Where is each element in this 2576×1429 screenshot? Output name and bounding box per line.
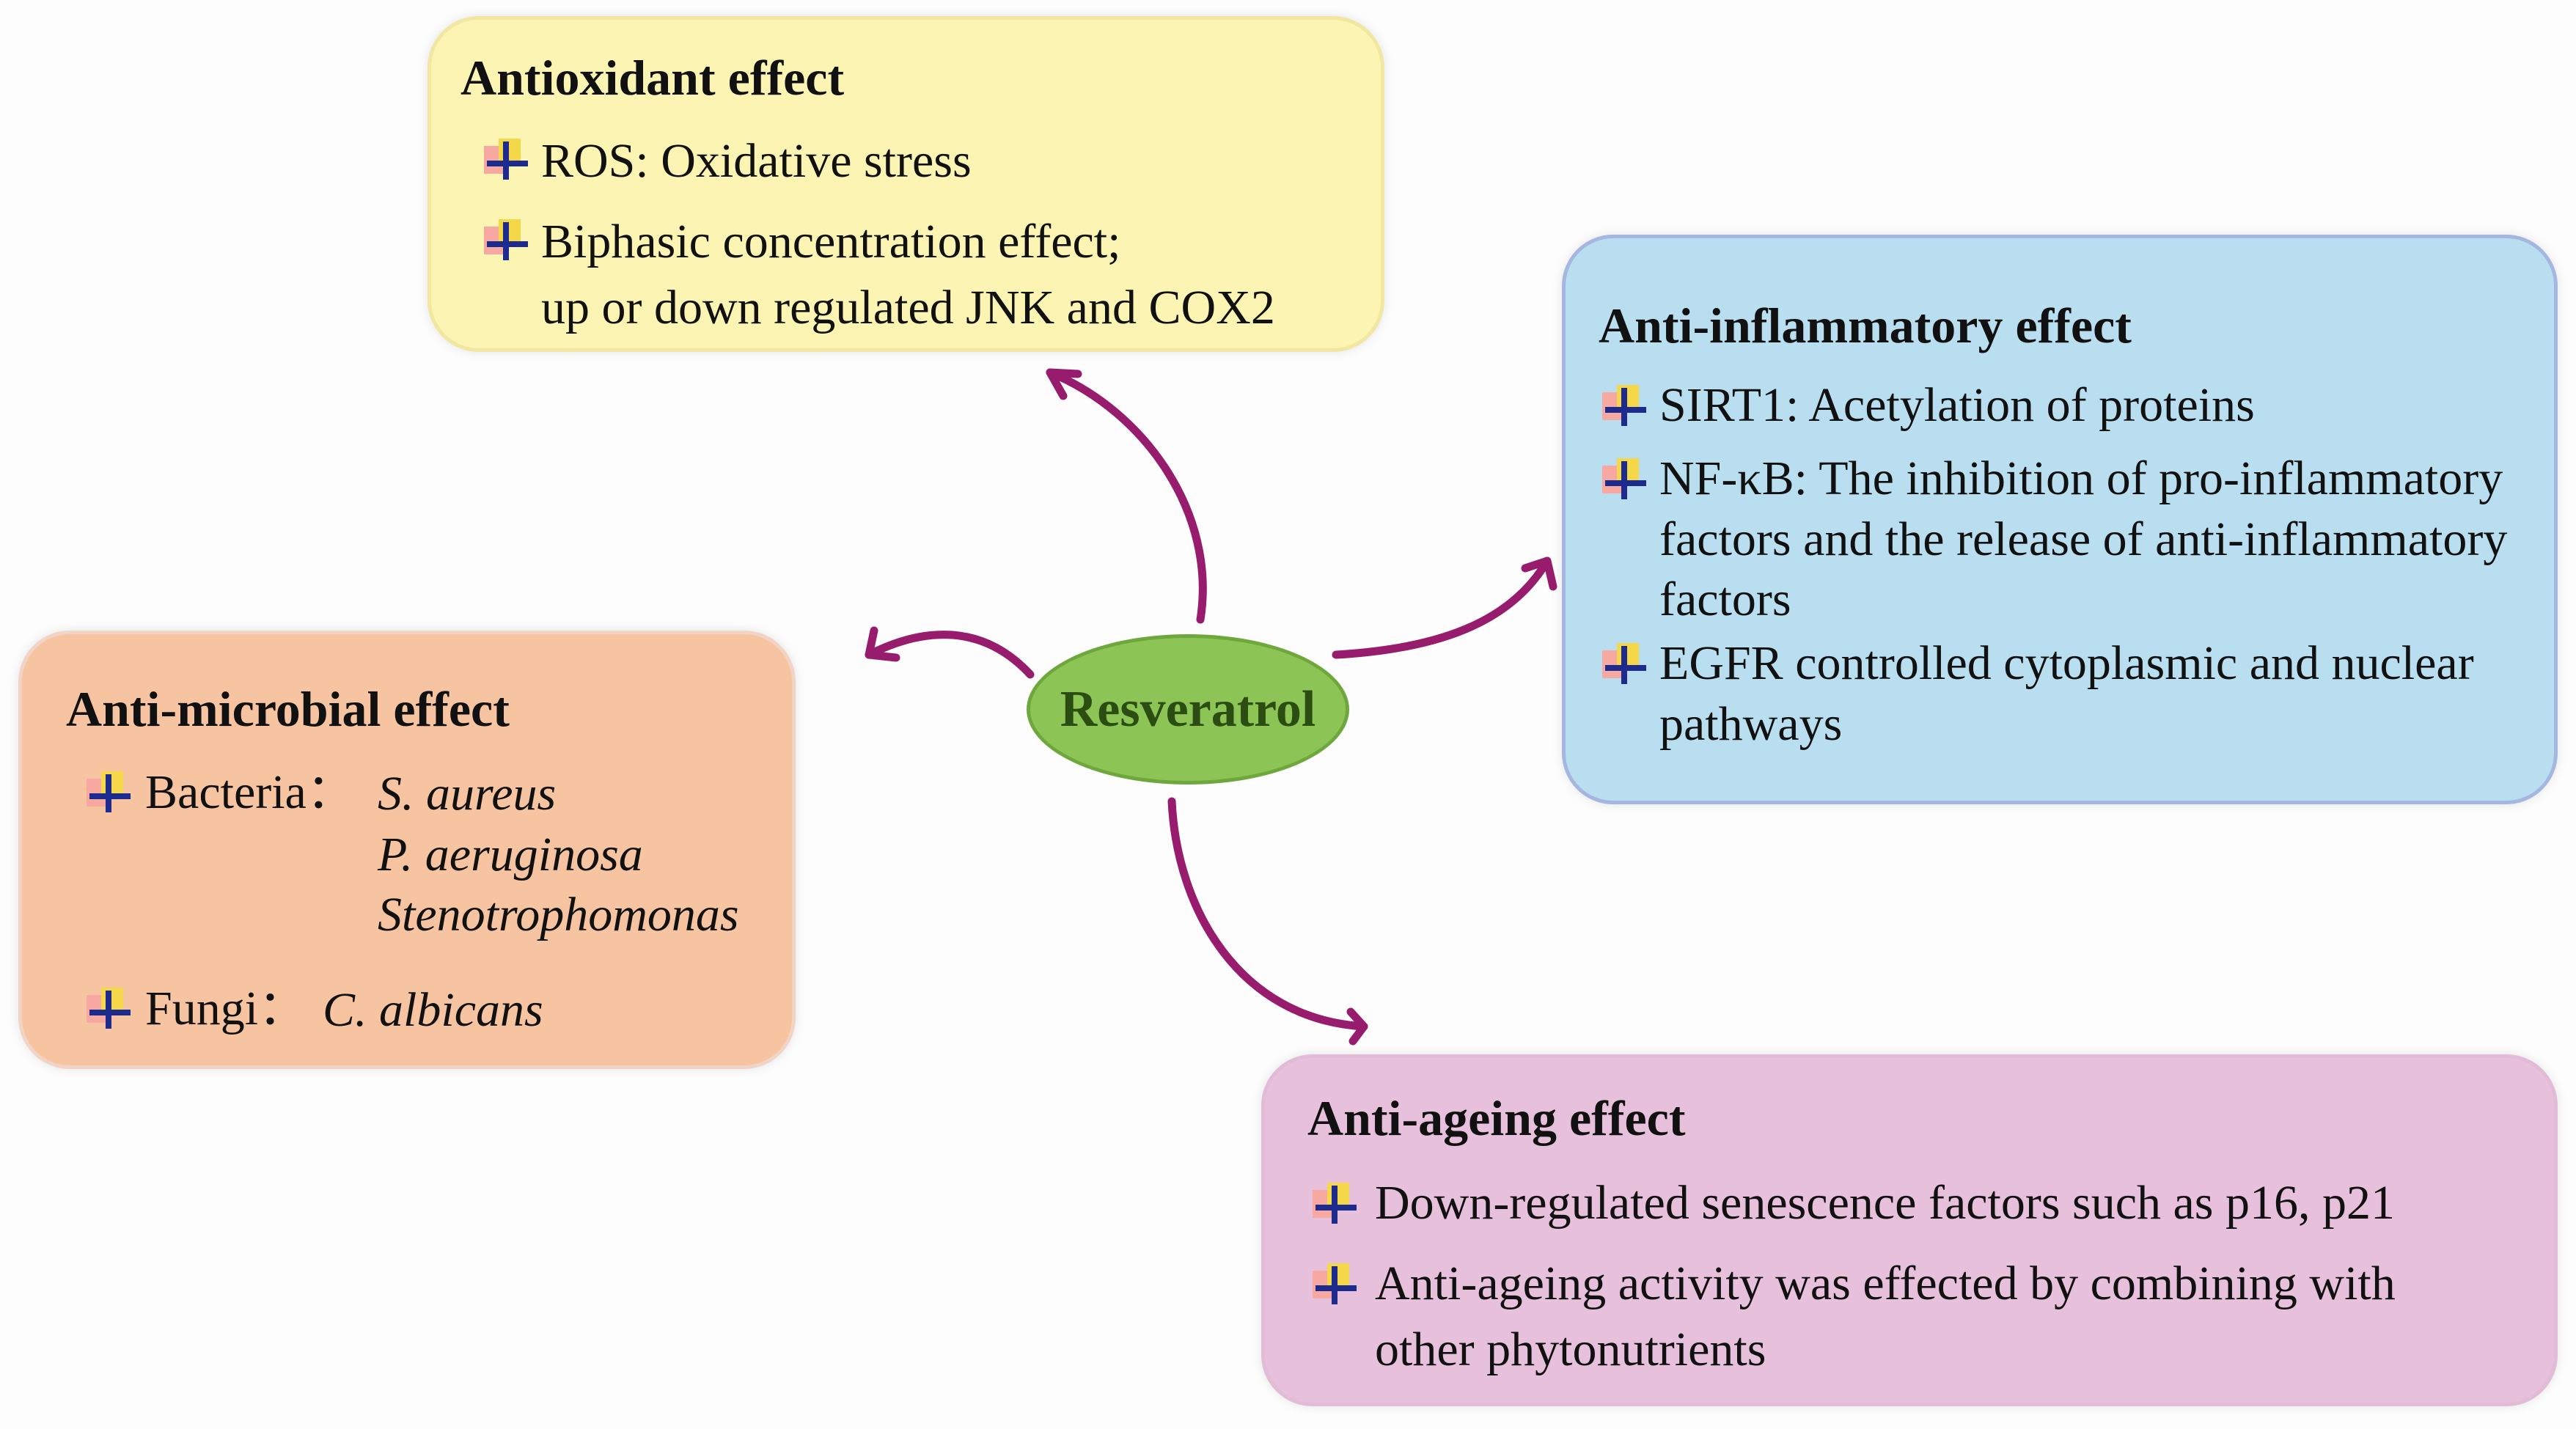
- arrow-to-anti-ageing-head: [1346, 1007, 1368, 1046]
- bacteria-label: Bacteria：: [145, 765, 355, 819]
- arrow-to-anti-ageing: [1167, 797, 1368, 1031]
- bullet-icon: [1313, 1183, 1357, 1224]
- bullet-icon: [484, 219, 528, 260]
- bullet-icon: [484, 139, 528, 180]
- anti-ageing-item-2-line-1: Anti-ageing activity was effected by com…: [1375, 1257, 2396, 1310]
- bacteria-item-2: P. aeruginosa: [378, 828, 643, 881]
- anti-inflammatory-item-2-line-2: factors and the release of anti-inflamma…: [1659, 513, 2508, 566]
- resveratrol-label: Resveratrol: [1060, 680, 1316, 738]
- antioxidant-title: Antioxidant effect: [460, 50, 845, 106]
- antioxidant-box: Antioxidant effect ROS: Oxidative stress…: [428, 16, 1384, 352]
- arrow-to-antioxidant: [1046, 368, 1207, 624]
- anti-inflammatory-box: Anti-inflammatory effect SIRT1: Acetylat…: [1562, 235, 2558, 804]
- anti-ageing-item-2-line-2: other phytonutrients: [1375, 1323, 1766, 1376]
- antioxidant-item-2-line-2: up or down regulated JNK and COX2: [541, 281, 1275, 334]
- anti-microbial-box: Anti-microbial effect Bacteria： S. aureu…: [18, 631, 796, 1069]
- bullet-icon: [87, 771, 131, 812]
- anti-inflammatory-item-2-line-1: NF-κB: The inhibition of pro-inflammator…: [1659, 452, 2503, 505]
- bullet-icon: [1602, 458, 1646, 499]
- arrow-to-anti-microbial-head: [865, 626, 900, 662]
- bacteria-item-3: Stenotrophomonas: [378, 888, 739, 941]
- resveratrol-node: Resveratrol: [1027, 634, 1349, 785]
- arrow-to-anti-inflammatory: [1332, 556, 1552, 659]
- anti-inflammatory-item-1: SIRT1: Acetylation of proteins: [1659, 378, 2255, 432]
- anti-inflammatory-item-2-line-3: factors: [1659, 573, 1791, 626]
- anti-inflammatory-item-3-line-2: pathways: [1659, 697, 1843, 751]
- bullet-icon: [1602, 643, 1646, 684]
- bullet-icon: [1313, 1263, 1357, 1304]
- fungi-item: C. albicans: [323, 983, 543, 1037]
- bullet-icon: [87, 988, 131, 1029]
- arrow-to-antioxidant-head: [1046, 368, 1082, 400]
- anti-ageing-title: Anti-ageing effect: [1307, 1090, 1686, 1146]
- anti-ageing-box: Anti-ageing effect Down-regulated senesc…: [1261, 1054, 2558, 1406]
- anti-inflammatory-item-3-line-1: EGFR controlled cytoplasmic and nuclear: [1659, 636, 2474, 690]
- bullet-icon: [1602, 385, 1646, 426]
- anti-microbial-title: Anti-microbial effect: [66, 681, 510, 737]
- bacteria-item-1: S. aureus: [378, 767, 557, 820]
- fungi-label: Fungi：: [145, 982, 307, 1035]
- arrow-to-anti-microbial: [865, 631, 1035, 679]
- anti-ageing-item-1: Down-regulated senescence factors such a…: [1375, 1176, 2395, 1230]
- antioxidant-item-1: ROS: Oxidative stress: [541, 134, 972, 188]
- antioxidant-item-2-line-1: Biphasic concentration effect;: [541, 215, 1121, 268]
- anti-inflammatory-title: Anti-inflammatory effect: [1599, 298, 2132, 353]
- arrow-to-anti-inflammatory-head: [1521, 556, 1557, 591]
